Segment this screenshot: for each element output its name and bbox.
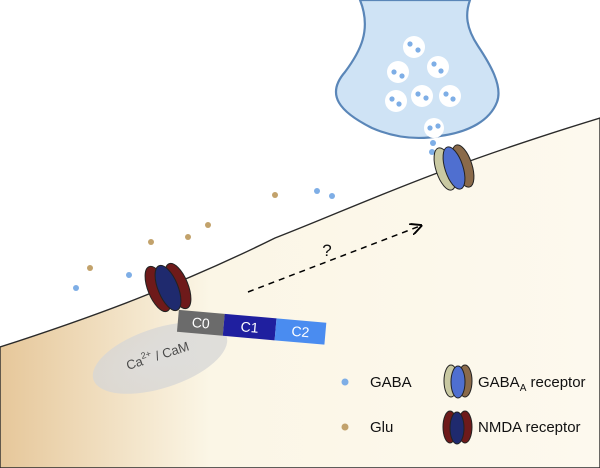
dashed-arrow bbox=[247, 226, 420, 293]
legend-glu-swatch bbox=[341, 423, 349, 431]
nmda-receptor bbox=[144, 262, 192, 313]
presynaptic-terminal bbox=[334, 0, 500, 140]
legend-nmda-swatch bbox=[442, 410, 473, 445]
legend-glu-label: Glu bbox=[370, 419, 393, 436]
c2-label: C2 bbox=[291, 323, 310, 341]
c2-domain bbox=[274, 318, 327, 345]
legend: GABA Glu GABAA receptor NMDA receptor bbox=[341, 364, 586, 445]
c1-label: C1 bbox=[240, 318, 259, 336]
calcium-cam-halo: Ca2+ / CaM bbox=[92, 322, 228, 394]
vesicle-gaba-dots bbox=[389, 41, 456, 131]
legend-gabaa-swatch bbox=[443, 364, 473, 399]
legend-gaba-swatch bbox=[341, 378, 349, 386]
extracellular-gaba-molecules bbox=[73, 188, 335, 291]
c1-domain bbox=[222, 313, 277, 341]
cleft-gaba-molecules bbox=[429, 140, 436, 155]
legend-gabaa-label: GABAA receptor bbox=[478, 374, 586, 394]
extracellular-glu-molecules bbox=[87, 192, 278, 271]
camkii-domains: C0 C1 C2 bbox=[176, 309, 327, 345]
unknown-path-label: ? bbox=[322, 241, 331, 260]
gabaa-receptor bbox=[433, 144, 475, 191]
legend-nmda-label: NMDA receptor bbox=[478, 419, 581, 436]
synaptic-vesicles bbox=[385, 36, 461, 138]
postsynaptic-membrane bbox=[0, 117, 600, 468]
c0-domain bbox=[176, 309, 225, 336]
c0-label: C0 bbox=[191, 314, 210, 332]
legend-gaba-label: GABA bbox=[370, 374, 412, 391]
